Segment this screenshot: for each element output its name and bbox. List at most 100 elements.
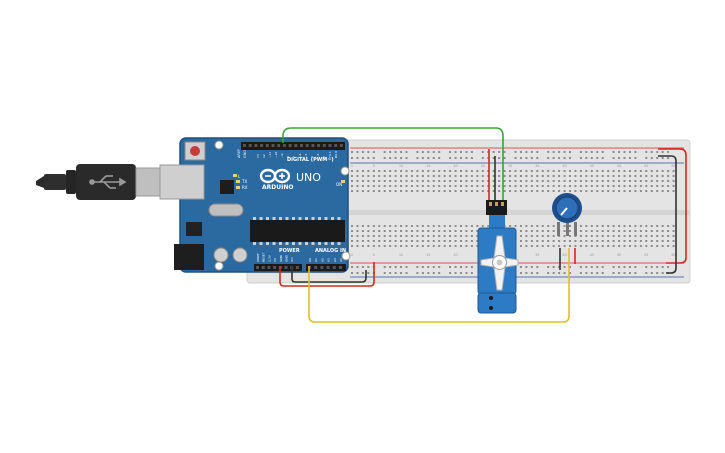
breadboard-hole[interactable] bbox=[351, 185, 353, 187]
rail-hole[interactable] bbox=[465, 266, 468, 268]
breadboard-hole[interactable] bbox=[454, 240, 457, 242]
rail-hole[interactable] bbox=[394, 151, 397, 153]
breadboard-hole[interactable] bbox=[563, 230, 566, 232]
breadboard-hole[interactable] bbox=[481, 170, 484, 172]
breadboard-hole[interactable] bbox=[558, 180, 561, 182]
breadboard-hole[interactable] bbox=[356, 240, 359, 242]
rail-hole[interactable] bbox=[661, 266, 664, 268]
rail-hole[interactable] bbox=[405, 151, 408, 153]
rail-hole[interactable] bbox=[579, 151, 582, 153]
breadboard-hole[interactable] bbox=[427, 240, 430, 242]
breadboard-hole[interactable] bbox=[514, 190, 517, 192]
breadboard-hole[interactable] bbox=[563, 170, 566, 172]
rail-hole[interactable] bbox=[400, 151, 403, 153]
rail-hole[interactable] bbox=[628, 151, 631, 153]
breadboard-hole[interactable] bbox=[623, 180, 626, 182]
breadboard-hole[interactable] bbox=[590, 180, 593, 182]
breadboard-hole[interactable] bbox=[454, 170, 457, 172]
breadboard-hole[interactable] bbox=[574, 185, 577, 187]
header-pin[interactable] bbox=[311, 144, 315, 147]
breadboard-hole[interactable] bbox=[590, 190, 593, 192]
rail-hole[interactable] bbox=[579, 266, 582, 268]
breadboard-hole[interactable] bbox=[569, 190, 571, 192]
rail-hole[interactable] bbox=[525, 151, 528, 153]
breadboard-hole[interactable] bbox=[438, 185, 441, 187]
breadboard-hole[interactable] bbox=[351, 190, 353, 192]
header-pin[interactable] bbox=[295, 266, 299, 269]
breadboard-hole[interactable] bbox=[367, 230, 370, 232]
breadboard-hole[interactable] bbox=[394, 225, 397, 227]
breadboard-hole[interactable] bbox=[672, 170, 675, 172]
rail-hole[interactable] bbox=[383, 272, 386, 274]
breadboard-hole[interactable] bbox=[394, 175, 397, 177]
breadboard-hole[interactable] bbox=[634, 190, 637, 192]
breadboard-hole[interactable] bbox=[645, 225, 648, 227]
rail-hole[interactable] bbox=[427, 151, 430, 153]
rail-hole[interactable] bbox=[656, 157, 659, 159]
rail-hole[interactable] bbox=[645, 157, 648, 159]
breadboard-hole[interactable] bbox=[383, 180, 386, 182]
rail-hole[interactable] bbox=[465, 272, 468, 274]
breadboard-hole[interactable] bbox=[547, 240, 550, 242]
breadboard-hole[interactable] bbox=[519, 230, 522, 232]
breadboard-hole[interactable] bbox=[400, 245, 403, 247]
breadboard-hole[interactable] bbox=[383, 225, 386, 227]
breadboard-hole[interactable] bbox=[394, 180, 397, 182]
breadboard-hole[interactable] bbox=[634, 245, 637, 247]
breadboard-hole[interactable] bbox=[661, 170, 664, 172]
breadboard-hole[interactable] bbox=[432, 240, 435, 242]
header-pin[interactable] bbox=[254, 144, 258, 147]
rail-hole[interactable] bbox=[628, 157, 631, 159]
breadboard-hole[interactable] bbox=[509, 170, 512, 172]
breadboard-hole[interactable] bbox=[628, 230, 631, 232]
breadboard-hole[interactable] bbox=[639, 170, 642, 172]
breadboard-hole[interactable] bbox=[618, 225, 621, 227]
breadboard-hole[interactable] bbox=[443, 235, 446, 237]
breadboard-hole[interactable] bbox=[574, 175, 577, 177]
breadboard-hole[interactable] bbox=[661, 180, 664, 182]
breadboard-hole[interactable] bbox=[476, 190, 479, 192]
rail-hole[interactable] bbox=[389, 266, 392, 268]
breadboard-hole[interactable] bbox=[579, 175, 582, 177]
breadboard-hole[interactable] bbox=[596, 190, 599, 192]
header-pin[interactable] bbox=[277, 144, 281, 147]
breadboard-hole[interactable] bbox=[514, 175, 517, 177]
breadboard-hole[interactable] bbox=[460, 225, 462, 227]
breadboard-hole[interactable] bbox=[449, 225, 452, 227]
breadboard-hole[interactable] bbox=[645, 245, 648, 247]
wire-yellow-a0[interactable] bbox=[308, 248, 570, 323]
rail-hole[interactable] bbox=[563, 266, 566, 268]
breadboard-hole[interactable] bbox=[639, 245, 642, 247]
header-pin[interactable] bbox=[267, 266, 271, 269]
breadboard-hole[interactable] bbox=[356, 180, 359, 182]
rail-hole[interactable] bbox=[438, 272, 441, 274]
rail-hole[interactable] bbox=[438, 157, 441, 159]
breadboard-hole[interactable] bbox=[645, 170, 648, 172]
breadboard-hole[interactable] bbox=[569, 225, 571, 227]
rail-hole[interactable] bbox=[525, 266, 528, 268]
rail-hole[interactable] bbox=[569, 157, 571, 159]
breadboard-hole[interactable] bbox=[628, 240, 631, 242]
breadboard-hole[interactable] bbox=[470, 230, 473, 232]
breadboard-hole[interactable] bbox=[650, 190, 653, 192]
breadboard-hole[interactable] bbox=[541, 245, 544, 247]
breadboard-hole[interactable] bbox=[672, 240, 675, 242]
breadboard-hole[interactable] bbox=[639, 225, 642, 227]
breadboard-hole[interactable] bbox=[552, 240, 555, 242]
breadboard-hole[interactable] bbox=[579, 225, 582, 227]
breadboard-hole[interactable] bbox=[650, 225, 653, 227]
breadboard-hole[interactable] bbox=[389, 240, 392, 242]
breadboard-hole[interactable] bbox=[530, 190, 533, 192]
breadboard-hole[interactable] bbox=[645, 180, 648, 182]
breadboard-hole[interactable] bbox=[607, 240, 610, 242]
rail-hole[interactable] bbox=[454, 272, 457, 274]
breadboard-hole[interactable] bbox=[400, 180, 403, 182]
breadboard-hole[interactable] bbox=[601, 185, 604, 187]
breadboard-hole[interactable] bbox=[351, 235, 353, 237]
breadboard-hole[interactable] bbox=[454, 235, 457, 237]
breadboard-hole[interactable] bbox=[405, 175, 408, 177]
breadboard-hole[interactable] bbox=[607, 235, 610, 237]
breadboard-hole[interactable] bbox=[460, 170, 462, 172]
rail-hole[interactable] bbox=[590, 151, 593, 153]
breadboard-hole[interactable] bbox=[470, 170, 473, 172]
